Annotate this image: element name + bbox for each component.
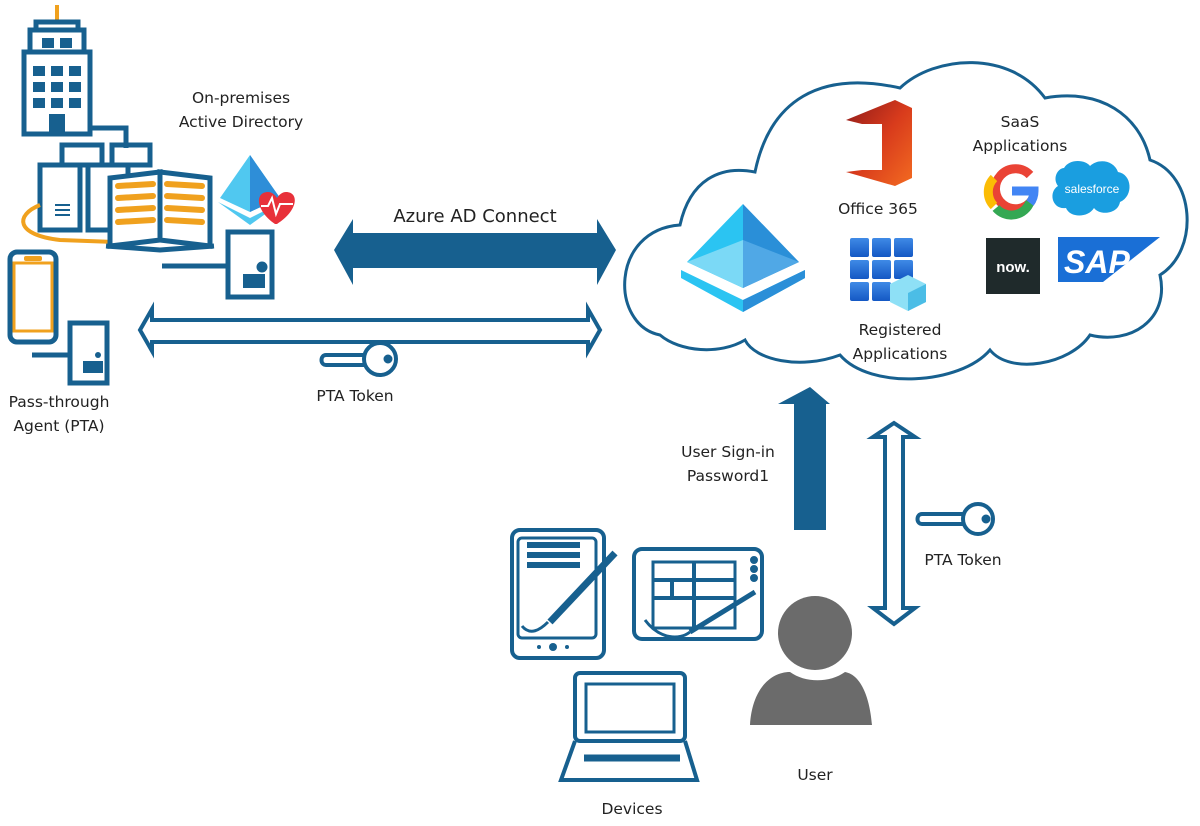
office365-label: Office 365 xyxy=(838,200,918,218)
saas-apps-label-line2: Applications xyxy=(972,137,1068,155)
azure-ad-icon xyxy=(681,204,805,312)
pta-agent-icon xyxy=(7,249,110,386)
svg-text:salesforce: salesforce xyxy=(1065,182,1120,196)
registered-apps-label-line1: Registered xyxy=(858,321,942,339)
pta-agent-label: Pass-through Agent (PTA) xyxy=(0,390,118,438)
user-signin-label-line2: Password1 xyxy=(686,467,770,485)
key-icon xyxy=(915,502,995,536)
office-building-icon xyxy=(21,5,93,137)
azure-ad-health-icon xyxy=(218,155,295,225)
user-signin-arrow xyxy=(778,387,830,530)
pta-token-arrow-horizontal xyxy=(137,301,603,359)
onprem-ad-label-line1: On-premises xyxy=(191,89,291,107)
user-label: User xyxy=(797,766,833,784)
sap-logo: SAP xyxy=(1058,237,1160,282)
key-icon xyxy=(319,341,398,377)
registered-apps-label-line2: Applications xyxy=(852,345,948,363)
google-logo xyxy=(983,164,1039,220)
svg-text:SAP: SAP xyxy=(1064,244,1130,280)
servicenow-logo: now. xyxy=(986,238,1040,294)
user-signin-label: User Sign-in Password1 xyxy=(668,440,788,488)
salesforce-logo: salesforce xyxy=(1052,161,1130,216)
devices-label: Devices xyxy=(601,800,663,818)
pta-agent-label-line2: Agent (PTA) xyxy=(13,417,105,435)
app-grid-icon xyxy=(850,238,926,311)
devices-icon xyxy=(510,528,764,782)
pta-token-arrow-vertical xyxy=(866,420,922,627)
onprem-ad-label-line2: Active Directory xyxy=(178,113,304,131)
saas-apps-label: SaaS Applications xyxy=(955,110,1085,158)
user-signin-label-line1: User Sign-in xyxy=(681,443,775,461)
registered-apps-label: Registered Applications xyxy=(835,318,965,366)
azure-ad-connect-arrow xyxy=(334,219,616,285)
server-icon xyxy=(162,229,275,300)
saas-apps-label-line1: SaaS xyxy=(1000,113,1040,131)
office-365-icon xyxy=(846,100,912,186)
svg-text:now.: now. xyxy=(996,259,1030,276)
user-silhouette-icon xyxy=(750,596,872,725)
pta-token-label-right: PTA Token xyxy=(924,551,1002,569)
pta-agent-label-line1: Pass-through xyxy=(8,393,110,411)
server-icon xyxy=(21,125,153,244)
onprem-ad-label: On-premises Active Directory xyxy=(176,86,306,134)
azure-ad-connect-label: Azure AD Connect xyxy=(393,206,557,227)
pta-token-label-left: PTA Token xyxy=(316,387,394,405)
directory-book-icon xyxy=(105,169,215,253)
